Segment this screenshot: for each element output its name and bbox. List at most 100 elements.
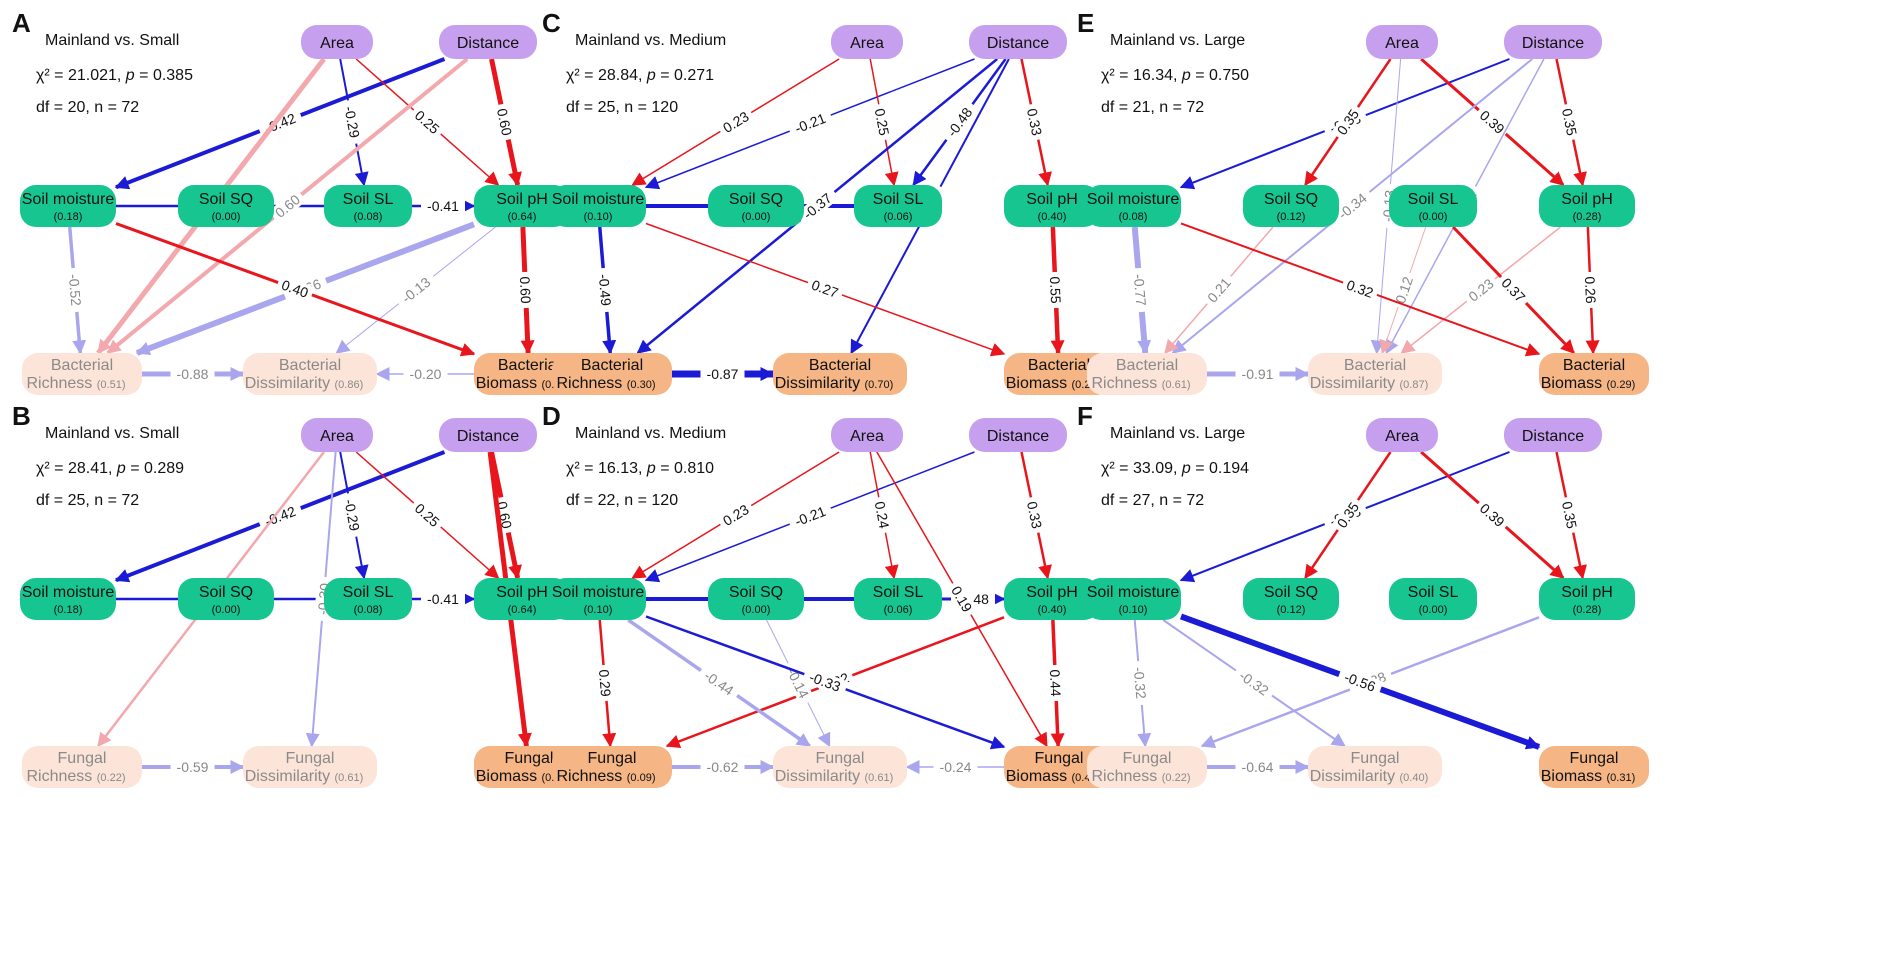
node-box [969,418,1067,452]
coef-label-bg [933,759,978,775]
node-box [1389,185,1477,227]
node-box [773,746,907,788]
coef-label: -0.21 [792,110,828,137]
coef-label: 0.35 [1559,107,1580,137]
node-box [474,185,570,227]
node-moisture: Soil moisture(0.08) [1085,185,1181,227]
coef-label-bg [696,663,742,703]
node-distance: Distance [969,25,1067,59]
path-coefficient: -0.91 [1235,366,1280,382]
node-ph: Soil pH(0.64) [474,185,570,227]
panel-letter: F [1077,401,1093,431]
node-box [178,578,274,620]
node-label: Soil SQ [729,191,783,208]
panel-letter: B [12,401,31,431]
node-box [178,185,274,227]
node-label: Soil SL [343,584,394,601]
node-label: Fungal [505,750,554,767]
node-box [1004,746,1114,788]
node-distance: Distance [969,418,1067,452]
node-label: Soil SQ [729,584,783,601]
coef-label-bg [340,491,365,539]
panel-letter: A [12,8,31,38]
coef-label: -0.32 [1131,666,1150,699]
node-r2: (0.18) [54,604,83,616]
coef-label-bg [421,591,465,607]
node-r2: (0.00) [212,211,241,223]
coef-label: -0.91 [1242,366,1274,382]
coef-label: -0.41 [427,591,459,607]
path-coefficient: -0.59 [170,759,215,775]
coef-label: -0.41 [427,198,459,214]
path-coefficient: -0.21 [786,107,834,139]
path-coefficient: 0.25 [870,102,894,142]
node-box [301,25,373,59]
coef-label-bg [340,98,365,146]
node-label: Dissimilarity (0.86) [245,375,364,392]
coef-label-bg [1558,102,1582,142]
node-ph: Soil pH(0.64) [474,578,570,620]
node-box [22,746,142,788]
node-r2: (0.00) [1419,211,1448,223]
panel-letter: D [542,401,561,431]
node-label: Soil SL [343,191,394,208]
chi-square-stat: χ² = 33.09, p = 0.194 [1101,460,1249,477]
panel-letter: C [542,8,561,38]
coef-label: -0.49 [596,273,615,306]
node-box [1243,578,1339,620]
node-label: Bacterial [1563,357,1625,374]
node-ph: Soil pH(0.28) [1539,185,1635,227]
coef-label-bg [786,500,834,532]
node-label: Dissimilarity (0.87) [1310,375,1429,392]
node-label: Bacterial [1028,357,1090,374]
node-box [1539,185,1635,227]
coef-label-bg [268,188,307,224]
df-n-stat: df = 27, n = 72 [1101,492,1204,509]
node-label: Soil SL [1408,584,1459,601]
node-box [1085,185,1181,227]
node-ph: Soil pH(0.40) [1004,578,1100,620]
node-box [1087,746,1207,788]
node-label: Soil pH [1561,584,1613,601]
node-ph: Soil pH(0.40) [1004,185,1100,227]
node-distance: Distance [439,25,537,59]
node-sq: Soil SQ(0.12) [1243,185,1339,227]
coef-label-bg [716,498,756,532]
coef-label: -0.62 [707,759,739,775]
node-sl: Soil SL(0.08) [324,185,412,227]
node-box [1243,185,1339,227]
coef-label: 0.44 [1047,669,1064,697]
node-box [854,185,942,227]
node-label: Soil SQ [1264,191,1318,208]
path-coefficient: -0.52 [65,267,85,313]
path-coefficient: -0.62 [700,759,745,775]
coef-label: 0.25 [872,107,893,137]
node-r2: (0.64) [508,211,537,223]
node-label: Dissimilarity (0.61) [775,768,894,785]
coef-label-bg [1235,366,1280,382]
coef-label-bg [781,659,815,707]
node-box [1504,418,1602,452]
node-sq: Soil SQ(0.12) [1243,578,1339,620]
coef-label: 0.24 [872,500,893,530]
node-sl: Soil SL(0.00) [1389,578,1477,620]
coef-label-bg [1023,102,1047,142]
coef-label-bg [408,104,447,140]
node-box [708,578,804,620]
node-label: Bacterial [51,357,113,374]
node-box [708,185,804,227]
node-label: Fungal [1123,750,1172,767]
node-box [773,353,907,395]
path-coefficient: -0.32 [1130,660,1150,706]
node-sq: Soil SQ(0.00) [178,578,274,620]
coef-label: 0.32 [1344,277,1375,301]
node-moisture: Soil moisture(0.18) [20,578,116,620]
coef-label: 0.26 [1582,276,1599,304]
node-area: Area [301,25,373,59]
